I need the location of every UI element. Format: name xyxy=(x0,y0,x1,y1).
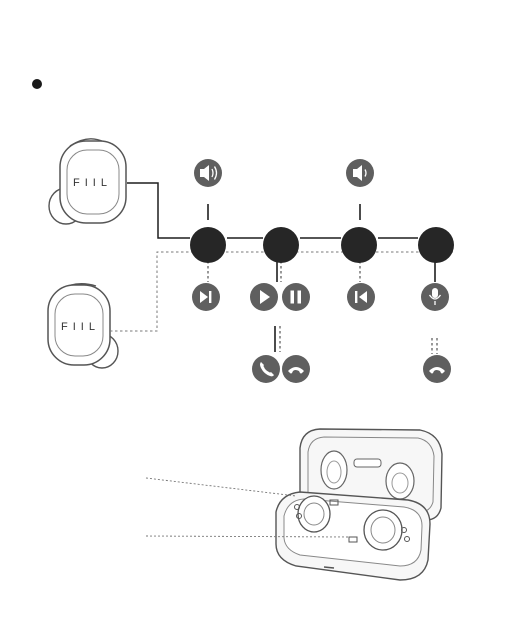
volume-up-icon xyxy=(194,159,222,187)
end-call-icon xyxy=(282,355,310,383)
volume-down-icon xyxy=(346,159,374,187)
right-earbud: FIIL xyxy=(48,284,118,368)
end-call-icon-2 xyxy=(423,355,451,383)
next-track-icon xyxy=(192,283,220,311)
right-earbud-brand: FIIL xyxy=(61,321,100,333)
section-bullet xyxy=(32,79,42,89)
pause-icon xyxy=(282,283,310,311)
dashed-stems xyxy=(208,256,437,354)
tap-node-3 xyxy=(341,227,377,263)
tap-node-2 xyxy=(263,227,299,263)
dashed-connector-lines xyxy=(110,252,453,331)
vertical-stems xyxy=(208,204,435,352)
tap-node-1 xyxy=(190,227,226,263)
play-icon xyxy=(250,283,278,311)
tap-node-4 xyxy=(418,227,454,263)
previous-track-icon xyxy=(347,283,375,311)
tap-nodes xyxy=(190,227,454,263)
left-earbud: FIIL xyxy=(49,139,126,224)
left-earbud-brand: FIIL xyxy=(73,177,112,189)
voice-assistant-icon xyxy=(421,283,449,311)
answer-call-icon xyxy=(252,355,280,383)
charging-case xyxy=(276,429,442,580)
